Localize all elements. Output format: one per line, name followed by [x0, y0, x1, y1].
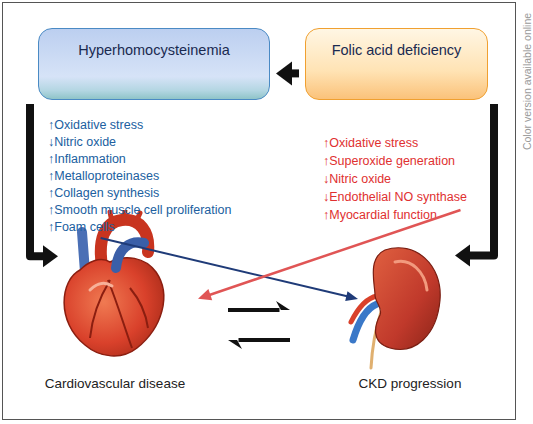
- effect-item: ↑Oxidative stress: [48, 118, 143, 133]
- effect-item: ↑Oxidative stress: [323, 136, 418, 151]
- arrow-head: [43, 245, 58, 267]
- arrow-shaft: [30, 104, 47, 256]
- effect-arrow: [228, 301, 290, 310]
- kidney-body: [373, 248, 440, 350]
- box-title: Folic acid deficiency: [306, 42, 487, 58]
- effect-item: ↑Foam cells: [48, 220, 115, 235]
- arrow-head: [455, 245, 470, 267]
- condition-box: Hyperhomocysteinemia: [38, 28, 270, 100]
- effect-item: ↓Endothelial NO synthase: [323, 190, 467, 205]
- effect-item: ↓Nitric oxide: [323, 172, 391, 187]
- arrow-head: [198, 289, 212, 300]
- effect-item: ↑Inflammation: [48, 152, 126, 167]
- kidney-illustration: [345, 240, 475, 370]
- arrow-shaft: [101, 238, 350, 297]
- arrow-head: [345, 291, 358, 301]
- effect-item: ↓Nitric oxide: [48, 135, 116, 150]
- arrow-shaft: [228, 308, 280, 312]
- arrow-head: [276, 61, 292, 85]
- coronary-vessels: [90, 280, 148, 348]
- effect-arrow: [101, 238, 358, 301]
- arrow-shaft: [207, 210, 460, 296]
- renal-artery: [351, 296, 377, 322]
- organ-caption: Cardiovascular disease: [40, 376, 190, 391]
- arrow-shaft: [239, 338, 291, 342]
- arrow-head: [276, 301, 290, 310]
- effect-item: ↑Myocardial function: [323, 208, 437, 223]
- heart-highlight: [90, 283, 112, 290]
- effect-item: ↑Metalloproteinases: [48, 169, 159, 184]
- box-title: Hyperhomocysteinemia: [39, 42, 269, 58]
- effect-item: ↑Superoxide generation: [323, 154, 455, 169]
- effect-arrow: [276, 61, 299, 85]
- watermark-note: Color version available online: [520, 7, 533, 157]
- effect-arrow: [30, 104, 58, 267]
- effect-item: ↑Smooth muscle cell proliferation: [48, 203, 231, 218]
- arrow-shaft: [288, 69, 300, 77]
- condition-box: Folic acid deficiency: [305, 28, 488, 100]
- kidney-highlight: [395, 261, 427, 290]
- effect-item: ↑Collagen synthesis: [48, 186, 159, 201]
- organ-figure: Cardiovascular disease: [40, 210, 190, 395]
- arrow-shaft: [466, 104, 494, 256]
- effect-arrow: [228, 340, 290, 349]
- effect-arrow: [455, 104, 494, 267]
- organ-caption: CKD progression: [345, 376, 475, 391]
- arrow-head: [228, 340, 242, 349]
- organ-figure: CKD progression: [345, 240, 475, 395]
- pulmonary-artery: [116, 242, 144, 268]
- effect-arrow: [198, 210, 461, 300]
